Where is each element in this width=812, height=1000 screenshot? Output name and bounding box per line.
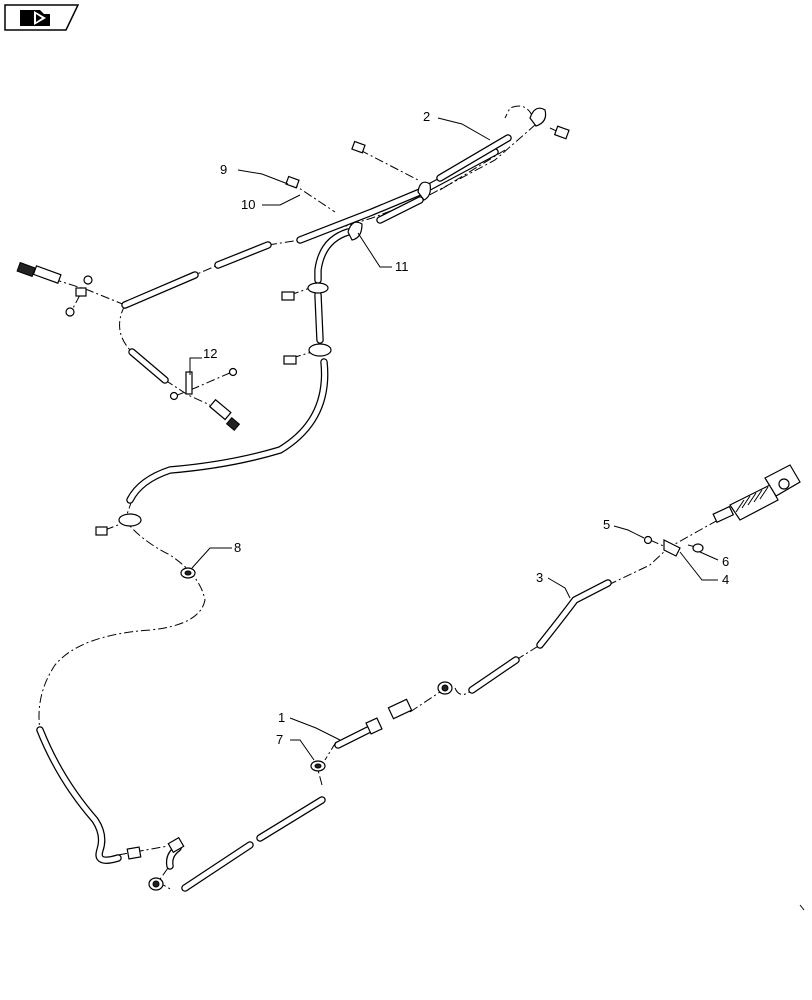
corner-mark <box>799 904 805 911</box>
callout-9: 9 <box>220 162 227 177</box>
callout-4: 4 <box>722 572 729 587</box>
hose-segments <box>36 134 612 892</box>
callout-12: 12 <box>203 346 217 361</box>
callout-labels: 2 9 10 11 12 8 5 6 4 3 1 7 <box>203 109 729 747</box>
parts-catalog-icon <box>20 10 50 26</box>
callout-6: 6 <box>722 554 729 569</box>
callout-leaders <box>189 117 719 761</box>
callout-5: 5 <box>603 517 610 532</box>
callout-11: 11 <box>395 259 409 274</box>
clip-parts <box>16 107 801 891</box>
callout-8: 8 <box>234 540 241 555</box>
callout-2: 2 <box>423 109 430 124</box>
parts-catalog-badge[interactable] <box>4 4 80 31</box>
callout-10: 10 <box>241 197 255 212</box>
callout-7: 7 <box>276 732 283 747</box>
callout-3: 3 <box>536 570 543 585</box>
routing-centerlines <box>38 105 719 891</box>
callout-1: 1 <box>278 710 285 725</box>
